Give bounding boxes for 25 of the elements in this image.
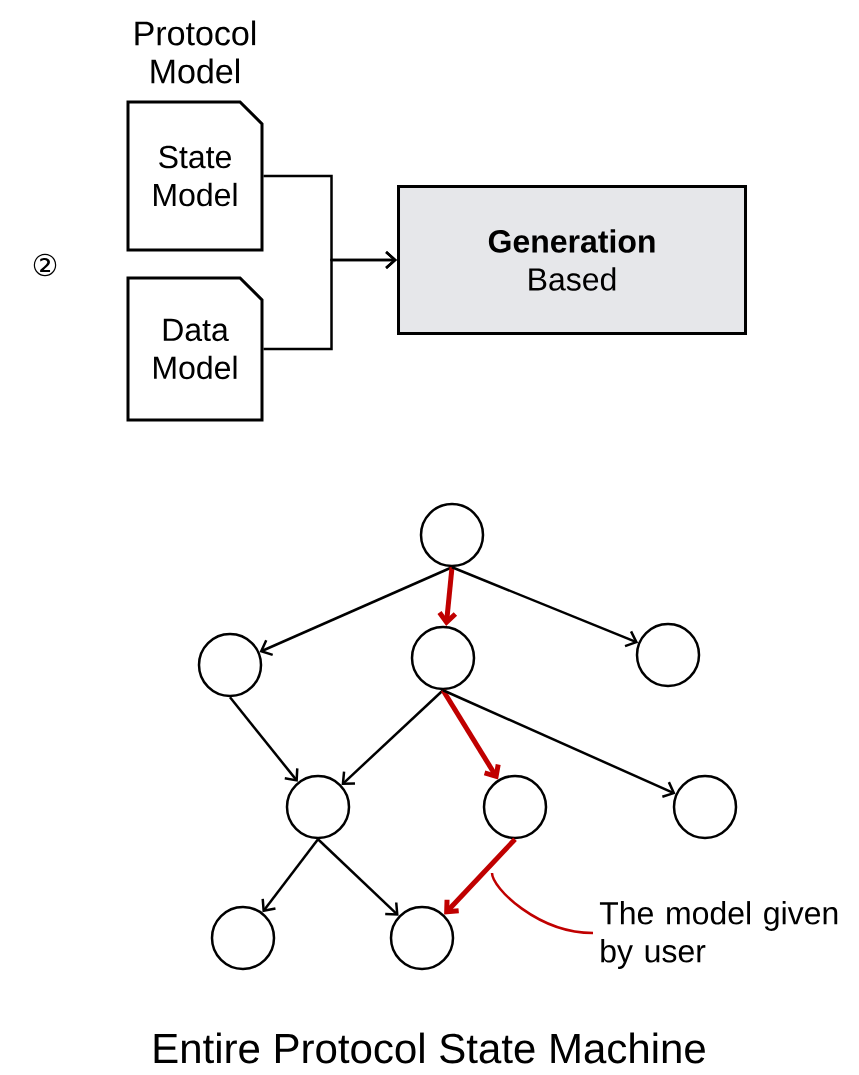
leader-line <box>490 872 594 935</box>
state-circle <box>635 622 701 688</box>
arrow <box>259 566 453 657</box>
arrow <box>229 696 299 782</box>
process-box: Generation Based <box>397 185 747 335</box>
state-circle <box>197 632 263 698</box>
arrow <box>317 838 399 916</box>
state-circle <box>410 625 476 691</box>
arrow <box>437 567 458 626</box>
arrow <box>440 688 501 780</box>
note-text: The model given by user <box>599 901 838 969</box>
state-circle <box>210 905 276 971</box>
state-circle <box>389 905 455 971</box>
arrow <box>451 566 639 648</box>
step-number: ② <box>33 253 57 277</box>
arrow <box>444 837 517 915</box>
arrow <box>263 251 397 351</box>
arrow <box>261 838 319 913</box>
state-circle <box>419 502 485 568</box>
arrow <box>341 689 444 785</box>
caption: Entire Protocol State Machine <box>154 1032 705 1064</box>
arrow <box>442 689 676 798</box>
state-circle <box>482 774 548 840</box>
state-circle <box>285 774 351 840</box>
state-circle <box>672 774 738 840</box>
